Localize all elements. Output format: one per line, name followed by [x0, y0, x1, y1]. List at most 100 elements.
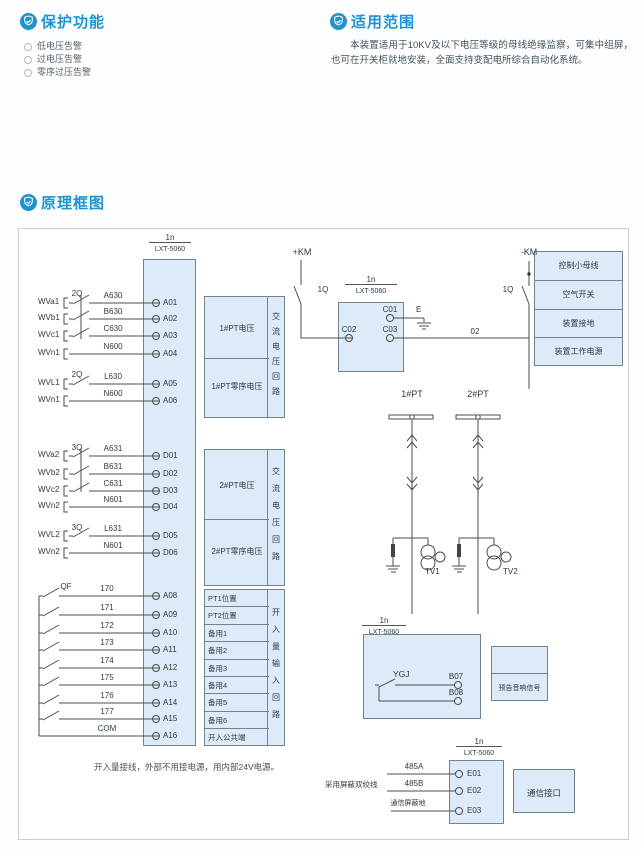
cell-divider [492, 673, 547, 674]
block-row-label: 备用5 [205, 694, 269, 712]
input-label: WVn2 [38, 501, 60, 510]
input-label: WVn1 [38, 348, 60, 357]
wire-label: C630 [103, 324, 123, 333]
schematic-diagram-frame: 1#PT电压 1#PT零序电压 交流电压回路 2#PT电压 2#PT零序电压 交… [18, 228, 629, 840]
wire-label: N600 [103, 342, 123, 351]
device-num-label: 1n [345, 275, 397, 285]
scope-paragraph: 本装置适用于10KV及以下电压等级的母线绝缘监察，可集中组屏，也可在开关柜就地安… [331, 40, 633, 66]
wire-label: 177 [100, 707, 114, 716]
block-cell-label: 预告音响信号 [498, 685, 541, 692]
terminal-label: C02 [341, 325, 357, 334]
block-row-label: 备用4 [205, 677, 269, 695]
terminal-label: A10 [163, 628, 178, 637]
power-wiring [293, 260, 531, 389]
input-label: WVn1 [38, 395, 60, 404]
switch-label: 1Q [317, 285, 329, 294]
bullet-item: 过电压告警 [24, 52, 82, 65]
pt1-label: 1#PT [401, 389, 423, 399]
terminal-label: A09 [163, 610, 178, 619]
terminal-label: A12 [163, 663, 178, 672]
relay-wiring [375, 678, 462, 705]
wire-label: A630 [103, 291, 123, 300]
relay-contact-label: YGJ [393, 669, 410, 679]
device-model-label: LXT-5060 [368, 629, 400, 636]
block-pt1-voltage: 1#PT电压 1#PT零序电压 交流电压回路 [204, 296, 285, 418]
input-label: WVb1 [38, 313, 60, 322]
input-label: WVc1 [38, 330, 60, 339]
terminal-label: D04 [163, 502, 178, 511]
block-cell-label: 1#PT电压 [219, 324, 255, 333]
terminal-label: A08 [163, 591, 178, 600]
wire-label: B630 [103, 307, 123, 316]
terminal-label: A05 [163, 379, 178, 388]
pt2-label: 2#PT [467, 389, 489, 399]
wire-label: 170 [100, 584, 114, 593]
terminal-label: A04 [163, 349, 178, 358]
wire-label: 171 [100, 603, 114, 612]
input-label: WVc2 [38, 485, 60, 494]
device-model-label: LXT-5060 [154, 246, 186, 253]
bullet-icon [24, 55, 32, 64]
terminal-label: D01 [163, 451, 178, 460]
bullet-item: 低电压告警 [24, 39, 82, 52]
block-row-label: 备用1 [205, 625, 269, 643]
wire-label: N601 [103, 495, 123, 504]
terminal-label: B08 [448, 688, 464, 697]
block-row-label: 空气开关 [535, 281, 622, 310]
block-row-label: PT2位置 [205, 607, 269, 625]
group1-wiring [63, 294, 160, 407]
block-cell-label: 2#PT电压 [219, 481, 255, 490]
terminal-label: A03 [163, 331, 178, 340]
tv2-label: TV2 [503, 567, 518, 576]
wire-label: C631 [103, 479, 123, 488]
section-title-scope: 适用范围 [351, 14, 416, 31]
wire-label: 通信屏蔽地 [390, 800, 426, 807]
shield-icon [330, 13, 347, 30]
wire-label: 02 [470, 327, 480, 336]
input-label: WVa1 [38, 297, 60, 306]
block-power-supply: 控制小母线 空气开关 装置接地 装置工作电源 [534, 251, 623, 366]
wire-label: COM [97, 724, 117, 733]
wire-label: L630 [104, 372, 122, 381]
block-pt2-voltage: 2#PT电压 2#PT零序电压 交流电压回路 [204, 449, 285, 586]
input-label: WVa2 [38, 450, 60, 459]
terminal-label: A16 [163, 731, 178, 740]
terminal-label: A11 [163, 645, 177, 654]
terminal-label: C03 [382, 325, 398, 334]
terminal-label: A02 [163, 314, 178, 323]
block-row-label: 控制小母线 [535, 252, 622, 281]
twisted-pair-note: 采用屏蔽双绞线 [325, 780, 378, 789]
group3-wiring [38, 587, 160, 740]
wiring-layer [38, 260, 531, 815]
block-row-label: PT1位置 [205, 590, 269, 608]
bullet-icon [24, 68, 32, 77]
bullet-item: 零序过压告警 [24, 65, 91, 78]
device-block-relay [363, 634, 481, 719]
terminal-label: E02 [467, 786, 482, 795]
wire-label: 485B [404, 779, 424, 788]
block-side-label: 开入量输入回路 [267, 590, 284, 745]
input-label: WVn2 [38, 547, 60, 556]
wire-label: A631 [103, 444, 123, 453]
terminal-label: A13 [163, 680, 178, 689]
input-label: WVb2 [38, 468, 60, 477]
section-title-protection: 保护功能 [41, 14, 106, 31]
terminal-label: B07 [448, 672, 464, 681]
device-block-main [143, 259, 196, 746]
switch-label: 3Q [71, 523, 83, 532]
wiring-note: 开入量接线，外部不用接电源，用内部24V电源。 [94, 762, 280, 772]
terminal-label: A06 [163, 396, 178, 405]
terminal-label: A14 [163, 698, 178, 707]
shield-icon [20, 194, 37, 211]
device-num-label: 1n [149, 233, 191, 243]
bullet-icon [24, 42, 32, 51]
switch-label: 3Q [71, 443, 83, 452]
block-side-label: 交流电压回路 [267, 450, 284, 585]
bus-negative-label: -KM [520, 247, 538, 257]
terminal-label: D03 [163, 486, 178, 495]
block-side-label: 交流电压回路 [267, 297, 284, 417]
input-label: WVL2 [38, 530, 60, 539]
switch-label: QF [60, 582, 72, 591]
terminal-label: C01 [382, 305, 398, 314]
wire-label: 174 [100, 656, 114, 665]
